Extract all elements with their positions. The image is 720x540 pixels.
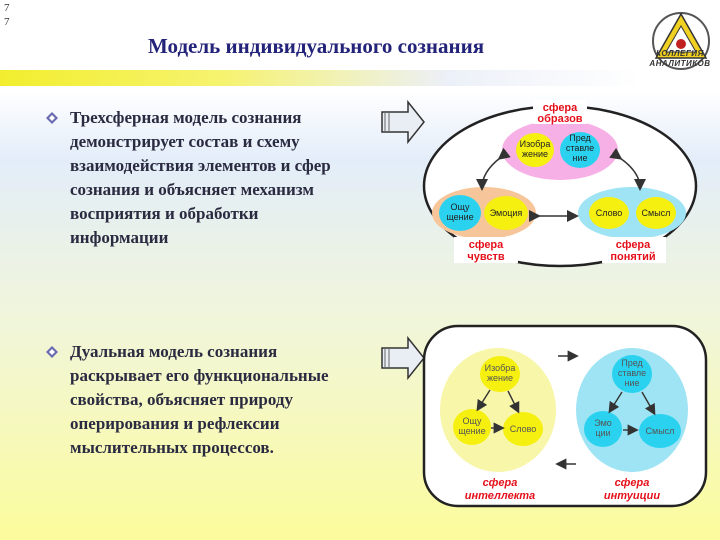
node-label: Эмоция bbox=[490, 208, 523, 218]
node-label: жение bbox=[522, 149, 548, 159]
sensation-node bbox=[453, 409, 491, 445]
node-label: Слово bbox=[596, 208, 623, 218]
image-node bbox=[516, 133, 554, 167]
link-arrow bbox=[608, 391, 623, 414]
diamond-bullet-icon bbox=[46, 346, 58, 358]
text-line: раскрывает его функциональные bbox=[70, 366, 329, 385]
link-arrow bbox=[476, 389, 491, 412]
diamond-bullet-icon bbox=[46, 112, 58, 124]
meaning-node bbox=[636, 197, 676, 229]
sphere-label-bg bbox=[533, 100, 587, 124]
sensation-node bbox=[439, 195, 481, 231]
image-node bbox=[480, 356, 520, 392]
logo-text: АНАЛИТИКОВ bbox=[649, 59, 711, 68]
text-line: мыслительных процессов. bbox=[70, 438, 274, 457]
text-line: свойства, объясняет природу bbox=[70, 390, 293, 409]
node-label: Ощу bbox=[450, 202, 470, 212]
link-arrow bbox=[476, 147, 511, 191]
dual-model-diagram: Изобра жение Ощу щение Слово сфера интел… bbox=[422, 324, 708, 508]
representation-node bbox=[612, 355, 652, 393]
sphere-label: интеллекта bbox=[465, 490, 535, 502]
node-label: Смысл bbox=[642, 208, 671, 218]
word-node bbox=[503, 412, 543, 446]
link-arrow bbox=[507, 390, 520, 414]
node-label: Ощу bbox=[462, 416, 482, 426]
node-label: Изобра bbox=[485, 363, 516, 373]
node-label: Пред bbox=[569, 133, 591, 143]
page-number: 7 7 bbox=[4, 1, 10, 29]
node-label: Слово bbox=[510, 424, 537, 434]
sphere-label: интуиции bbox=[604, 490, 661, 502]
node-label: Пред bbox=[621, 358, 643, 368]
text-line: демонстрирует состав и схему bbox=[70, 132, 300, 151]
meaning-node bbox=[639, 414, 681, 448]
text-line: сознания и объясняет механизм bbox=[70, 180, 314, 199]
node-label: ставле bbox=[618, 368, 646, 378]
text-line: Дуальная модель сознания bbox=[70, 342, 278, 361]
block-arrow-right-icon bbox=[381, 100, 425, 144]
text-line: Трехсферная модель сознания bbox=[70, 108, 302, 127]
emotion-node bbox=[484, 196, 528, 230]
page-number-line: 7 bbox=[4, 16, 10, 28]
block-arrow-right-icon bbox=[381, 336, 425, 380]
node-label: Изобра bbox=[520, 139, 551, 149]
node-label: щение bbox=[458, 426, 485, 436]
sphere-label: понятий bbox=[610, 251, 655, 263]
node-label: Смысл bbox=[646, 426, 675, 436]
slide-title: Модель индивидуального сознания bbox=[148, 34, 485, 58]
word-node bbox=[589, 197, 629, 229]
text-line: взаимодействия элементов и сфер bbox=[70, 156, 331, 175]
node-label: ние bbox=[572, 153, 587, 163]
sphere-label: сфера bbox=[616, 239, 651, 251]
node-label: щение bbox=[446, 212, 473, 222]
three-sphere-diagram: Изобра жение Пред ставле ние сфера образ… bbox=[422, 100, 698, 268]
sphere-label-bg bbox=[602, 237, 666, 263]
sphere-label: сфера bbox=[543, 102, 578, 114]
node-label: Эмо bbox=[594, 418, 612, 428]
sphere-label-bg bbox=[454, 237, 518, 263]
sphere-label: сфера bbox=[615, 477, 650, 489]
text-block-three-sphere: Трехсферная модель сознания демонстрируе… bbox=[70, 106, 390, 250]
sphere-label: чувств bbox=[467, 251, 504, 263]
link-arrow bbox=[609, 147, 646, 191]
node-label: ции bbox=[595, 428, 610, 438]
text-line: восприятия и обработки bbox=[70, 204, 259, 223]
node-label: ставле bbox=[566, 143, 594, 153]
emotion-node bbox=[584, 411, 622, 447]
link-arrow bbox=[641, 391, 656, 416]
page-number-line: 7 bbox=[4, 2, 10, 14]
node-label: ние bbox=[624, 378, 639, 388]
sphere-label: сфера bbox=[483, 477, 518, 489]
title-underline-bar bbox=[0, 70, 640, 86]
logo-text: КОЛЛЕГИЯ bbox=[656, 49, 704, 58]
sphere-label: образов bbox=[537, 113, 582, 125]
text-block-dual: Дуальная модель сознания раскрывает его … bbox=[70, 340, 390, 460]
logo-icon bbox=[652, 12, 710, 70]
representation-node bbox=[560, 132, 600, 168]
text-line: оперирования и рефлексии bbox=[70, 414, 280, 433]
text-line: информации bbox=[70, 228, 169, 247]
sphere-label: сфера bbox=[469, 239, 504, 251]
node-label: жение bbox=[487, 373, 513, 383]
